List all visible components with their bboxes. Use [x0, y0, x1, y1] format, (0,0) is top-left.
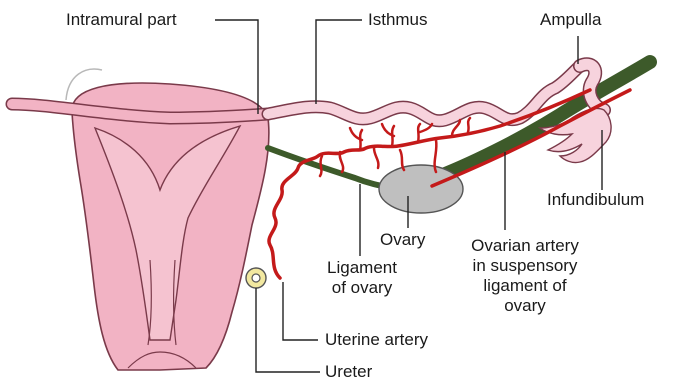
label-ovarian-line3: ligament of — [455, 276, 595, 296]
artery-branch-2 — [382, 124, 394, 146]
leader-lines — [215, 20, 602, 372]
label-ligament-line1: Ligament — [322, 258, 402, 278]
label-infundibulum: Infundibulum — [547, 190, 644, 210]
label-ampulla: Ampulla — [540, 10, 601, 30]
leader-uterine-artery — [283, 282, 318, 340]
label-ovary: Ovary — [380, 230, 425, 250]
label-ovarian-line1: Ovarian artery — [455, 236, 595, 256]
label-ureter: Ureter — [325, 362, 372, 382]
label-ovarian-artery: Ovarian artery in suspensory ligament of… — [455, 236, 595, 316]
label-isthmus: Isthmus — [368, 10, 428, 30]
label-ovarian-line2: in suspensory — [455, 256, 595, 276]
label-intramural-part: Intramural part — [66, 10, 177, 30]
label-ligament-line2: of ovary — [322, 278, 402, 298]
artery-branch-6 — [374, 148, 404, 170]
suspensory-ligament — [430, 62, 650, 180]
label-uterine-artery: Uterine artery — [325, 330, 428, 350]
artery-to-ovary — [435, 140, 437, 172]
label-ovarian-line4: ovary — [455, 296, 595, 316]
artery-branch-1 — [350, 128, 362, 150]
uterus — [72, 83, 269, 370]
ovary-shape — [379, 165, 463, 213]
leader-ureter — [256, 288, 320, 372]
ureter-lumen — [252, 274, 260, 282]
label-ligament-of-ovary: Ligament of ovary — [322, 258, 402, 298]
leader-isthmus — [316, 20, 362, 104]
ureter-cross-section — [246, 268, 266, 288]
